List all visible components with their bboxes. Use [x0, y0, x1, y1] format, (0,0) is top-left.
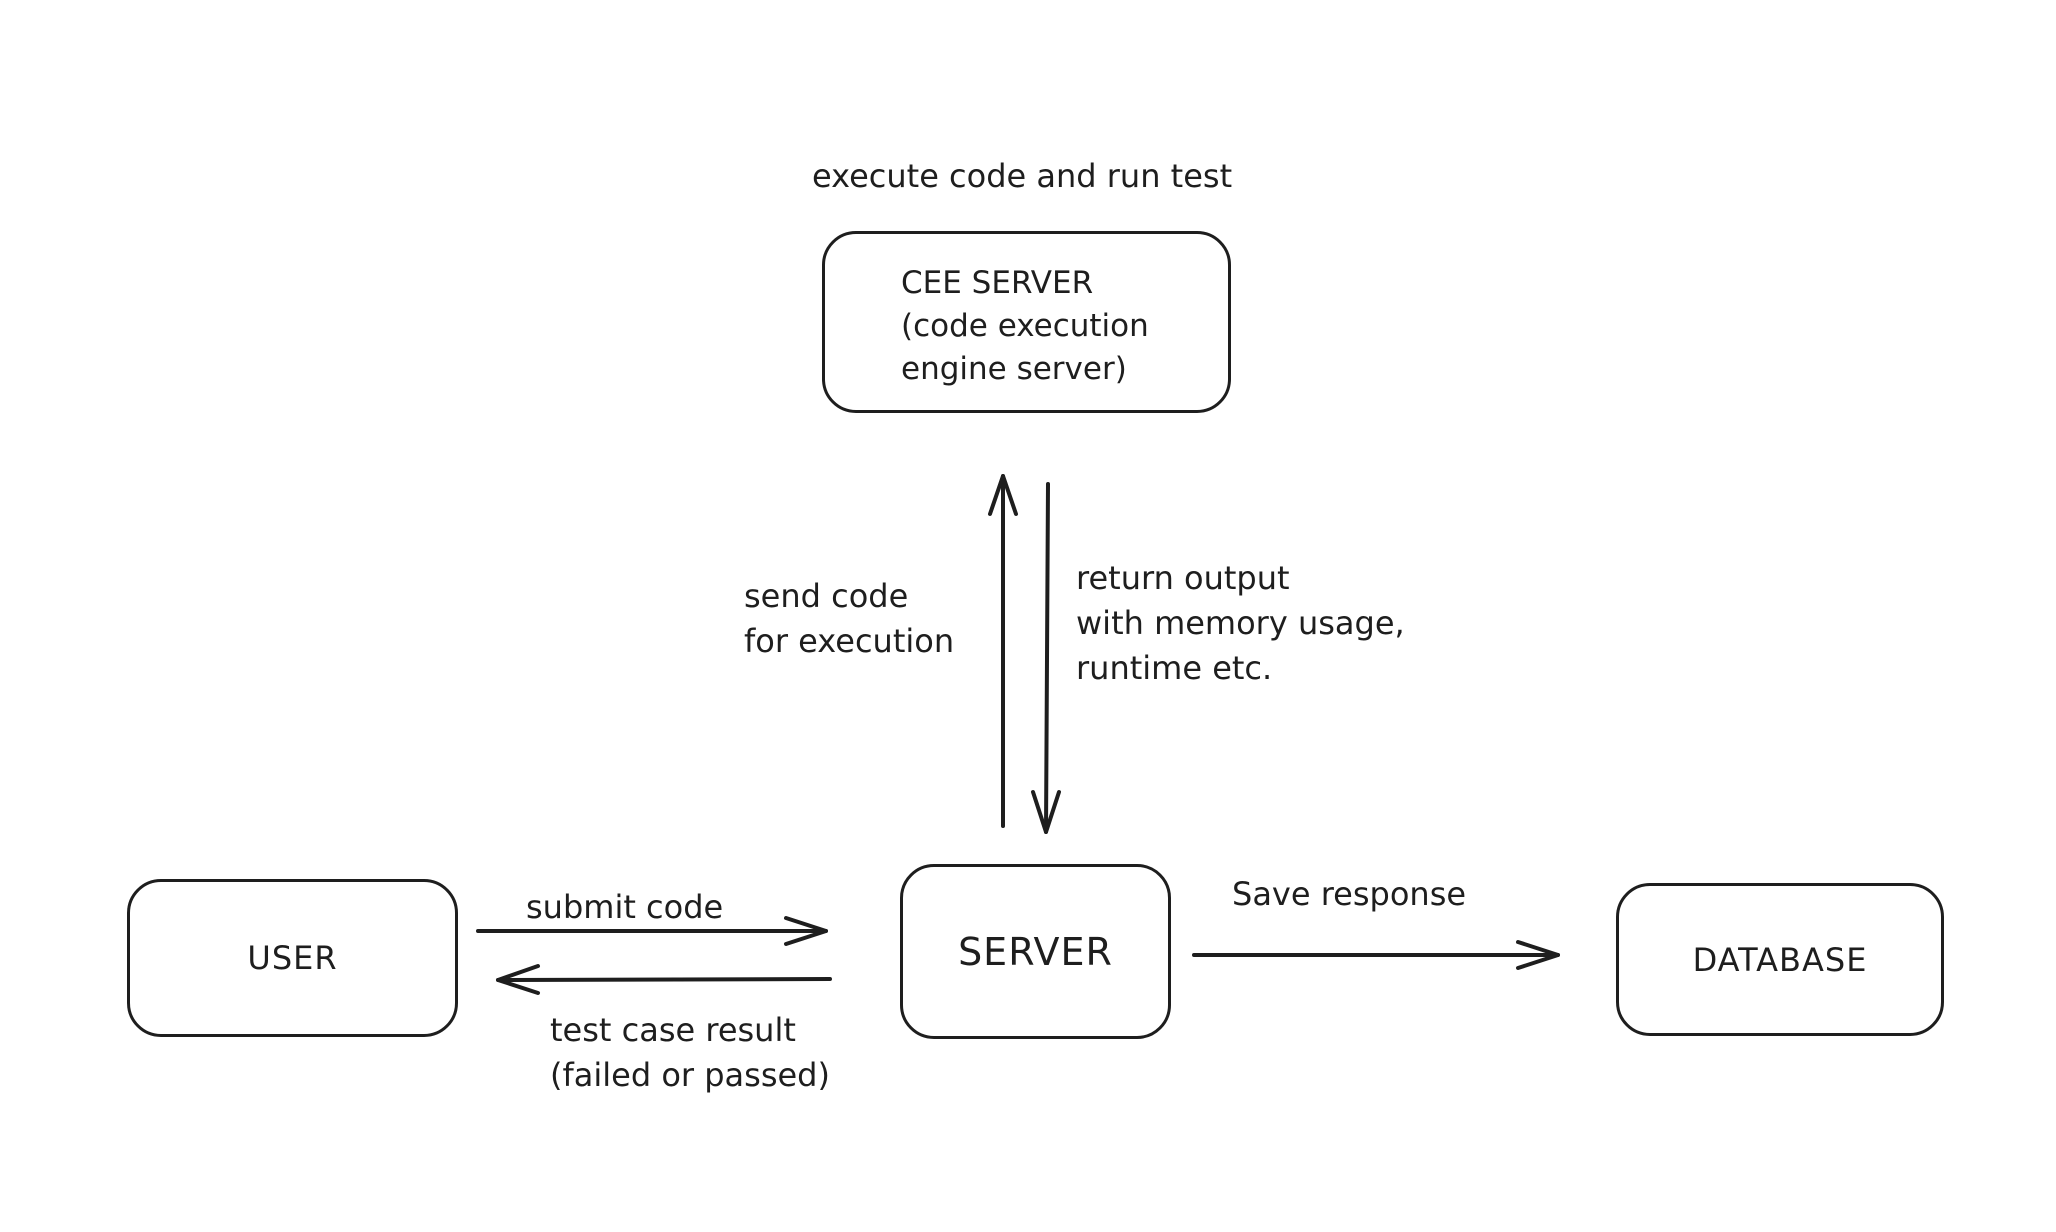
- send-code-arrow: [988, 474, 1018, 828]
- send-code-line1: send code: [744, 577, 909, 615]
- return-output-arrow: [1031, 482, 1061, 834]
- cee-server-label: CEE SERVER (code execution engine server…: [901, 262, 1149, 391]
- save-response-label: Save response: [1232, 875, 1467, 913]
- server-label: SERVER: [958, 929, 1113, 974]
- user-node[interactable]: USER: [127, 879, 458, 1037]
- send-code-label: send code for execution: [744, 574, 954, 664]
- cee-server-node[interactable]: CEE SERVER (code execution engine server…: [822, 231, 1231, 413]
- test-result-line2: (failed or passed): [550, 1056, 830, 1094]
- return-output-label: return output with memory usage, runtime…: [1076, 556, 1405, 691]
- user-label: USER: [247, 939, 338, 977]
- cee-server-subtitle-line2: engine server): [901, 351, 1127, 387]
- send-code-line2: for execution: [744, 622, 955, 660]
- test-result-label: test case result (failed or passed): [550, 1008, 830, 1098]
- return-output-line3: runtime etc.: [1076, 649, 1273, 687]
- cee-server-subtitle-line1: (code execution: [901, 308, 1149, 344]
- test-result-arrow: [496, 964, 832, 995]
- database-label: DATABASE: [1692, 940, 1868, 979]
- return-output-line1: return output: [1076, 559, 1290, 597]
- cee-server-title: CEE SERVER: [901, 265, 1094, 301]
- database-node[interactable]: DATABASE: [1616, 883, 1944, 1036]
- submit-code-arrow: [476, 916, 828, 946]
- server-node[interactable]: SERVER: [900, 864, 1171, 1039]
- save-response-arrow: [1192, 940, 1560, 970]
- cee-server-note: execute code and run test: [812, 157, 1233, 195]
- test-result-line1: test case result: [550, 1011, 796, 1049]
- return-output-line2: with memory usage,: [1076, 604, 1405, 642]
- submit-code-label: submit code: [526, 888, 724, 926]
